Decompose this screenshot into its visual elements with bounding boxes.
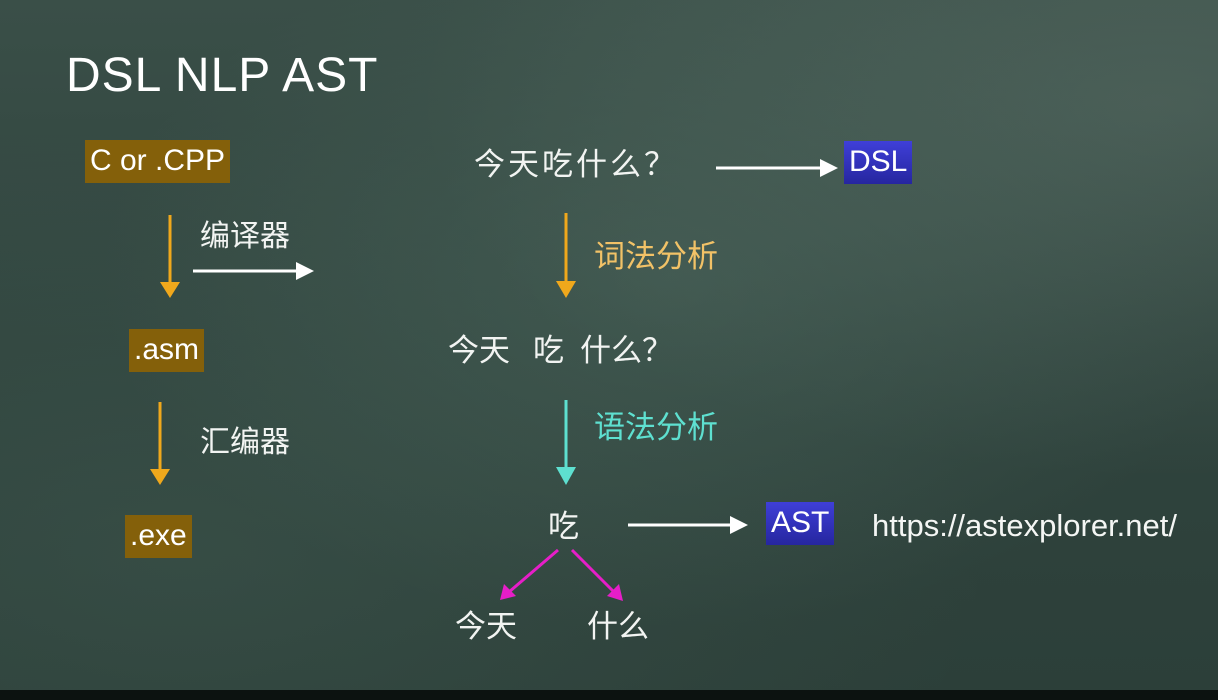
ast-child-today: 今天 — [455, 609, 517, 645]
asm-file-box: .asm — [129, 329, 205, 372]
arrow-branch-right — [570, 548, 623, 601]
arrow-root-to-ast — [628, 516, 748, 534]
token-eat: 吃 — [533, 333, 564, 369]
arrow-assemble-down — [150, 402, 170, 485]
lexical-analysis-label: 词法分析 — [594, 239, 718, 275]
slide-title: DSL NLP AST — [66, 49, 379, 102]
arrow-compiler-right — [193, 262, 314, 280]
token-what: 什么？ — [580, 333, 673, 369]
arrow-compile-down — [160, 215, 180, 298]
ast-box: AST — [766, 502, 835, 545]
exe-file-box: .exe — [125, 515, 192, 558]
syntax-analysis-label: 语法分析 — [594, 410, 718, 446]
arrow-lexical-down — [556, 213, 576, 298]
dsl-box: DSL — [844, 141, 913, 184]
token-today: 今天 — [448, 333, 510, 369]
source-file-box: C or .CPP — [85, 140, 231, 183]
assembler-label: 汇编器 — [200, 425, 290, 460]
arrow-sentence-to-dsl — [716, 159, 838, 177]
arrow-syntax-down — [556, 400, 576, 485]
ast-root-node: 吃 — [548, 509, 579, 545]
input-sentence: 今天吃什么？ — [474, 147, 678, 183]
arrow-branch-left — [500, 548, 559, 600]
compiler-label: 编译器 — [200, 219, 290, 254]
astexplorer-link[interactable]: https://astexplorer.net/ — [872, 508, 1178, 543]
bottom-edge — [0, 690, 1218, 700]
ast-child-what: 什么 — [587, 609, 649, 645]
